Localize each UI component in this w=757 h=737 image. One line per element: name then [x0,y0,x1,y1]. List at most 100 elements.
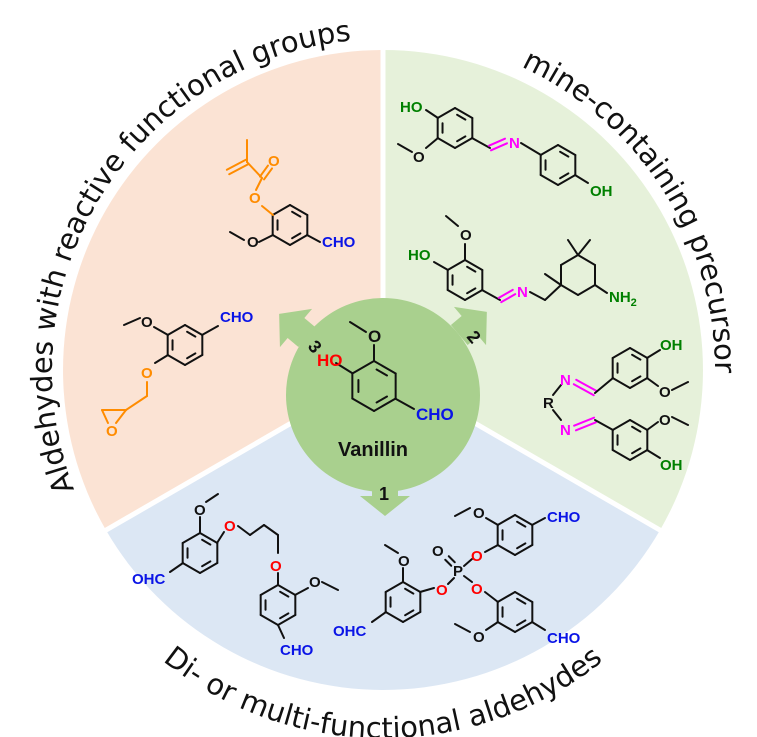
vanillin-circle [286,298,480,492]
bond [671,381,689,391]
bond [496,514,516,526]
bond [575,378,598,392]
atom-o: O [141,314,153,331]
bond [181,562,201,574]
bond [371,611,387,623]
bond [181,532,201,544]
bond [463,575,473,583]
atom-o-ester: O [436,582,448,599]
bond [375,395,388,404]
bond [594,377,614,394]
bond [436,137,456,149]
bond [577,239,591,256]
bond [125,395,148,411]
atom-o: O [460,227,472,244]
bond [279,590,290,598]
bond [646,449,661,459]
vanillin-molecule: HO O CHO Vanillin [317,327,454,461]
atom-o: O [194,502,206,519]
bond [335,362,353,374]
bond [529,291,546,301]
atom-o: O [413,149,425,166]
bond [184,324,204,336]
bond [154,354,169,364]
bond [611,347,631,359]
bond [447,555,456,564]
atom-oh: OH [660,457,683,474]
bond [456,113,467,121]
bond [471,137,491,149]
atom-cho: CHO [220,309,254,326]
atom-cho: CHO [416,405,454,424]
atom-o: O [659,384,671,401]
bond [456,135,467,143]
atom-o-ether: O [270,558,282,575]
atom-oh: OH [660,337,683,354]
bond [255,177,263,191]
bond [484,591,499,603]
bond [557,174,577,186]
bond [228,163,250,176]
bond [539,174,559,186]
atom-n: N [560,422,571,439]
bond [169,562,184,573]
bond [629,377,649,389]
bond [263,167,274,181]
bond [237,525,251,536]
bond [496,621,516,633]
bond [384,611,404,623]
bond [631,425,642,433]
bond [446,289,466,301]
chemical-bonds [101,107,689,639]
bond [433,261,449,271]
bond [516,597,527,605]
bond [466,265,477,273]
bond [567,239,579,256]
bond [487,137,506,147]
bond [166,354,186,366]
vanillin-label: Vanillin [338,439,408,461]
atom-cho: CHO [547,509,581,526]
bond [481,289,501,301]
bond [646,349,661,359]
bond [629,347,649,359]
bond [271,204,291,216]
bond [463,558,473,567]
bond [464,289,484,301]
sector-multifunctional-aldehydes [105,370,661,690]
bond [349,321,367,333]
bond [520,142,542,156]
atom-o: O [398,553,410,570]
atom-cho: CHO [547,630,581,647]
bond [259,614,279,626]
atom-o: O [473,505,485,522]
bond [375,368,388,377]
bond [516,619,527,627]
bond [445,215,459,227]
bond [258,164,269,178]
bond [289,204,309,216]
bond [552,384,562,396]
atom-ho: HO [408,247,431,264]
bond [246,161,263,179]
bond [454,137,474,149]
bond [404,587,415,595]
bond [514,544,534,556]
bond [153,326,169,336]
bond [166,324,186,336]
bond [496,544,516,556]
atom-oh: OH [590,183,613,200]
bond [577,284,596,296]
bond [201,538,212,546]
atom-r: R [543,395,554,412]
atom-o-ester: O [249,190,261,207]
bond [496,591,516,603]
atom-cho: CHO [322,234,356,251]
bond [279,612,290,620]
bond [454,107,474,119]
atom-o-epoxide: O [106,423,118,440]
bond [560,254,579,266]
atom-nh2: NH2 [609,289,637,309]
bond [646,421,659,431]
